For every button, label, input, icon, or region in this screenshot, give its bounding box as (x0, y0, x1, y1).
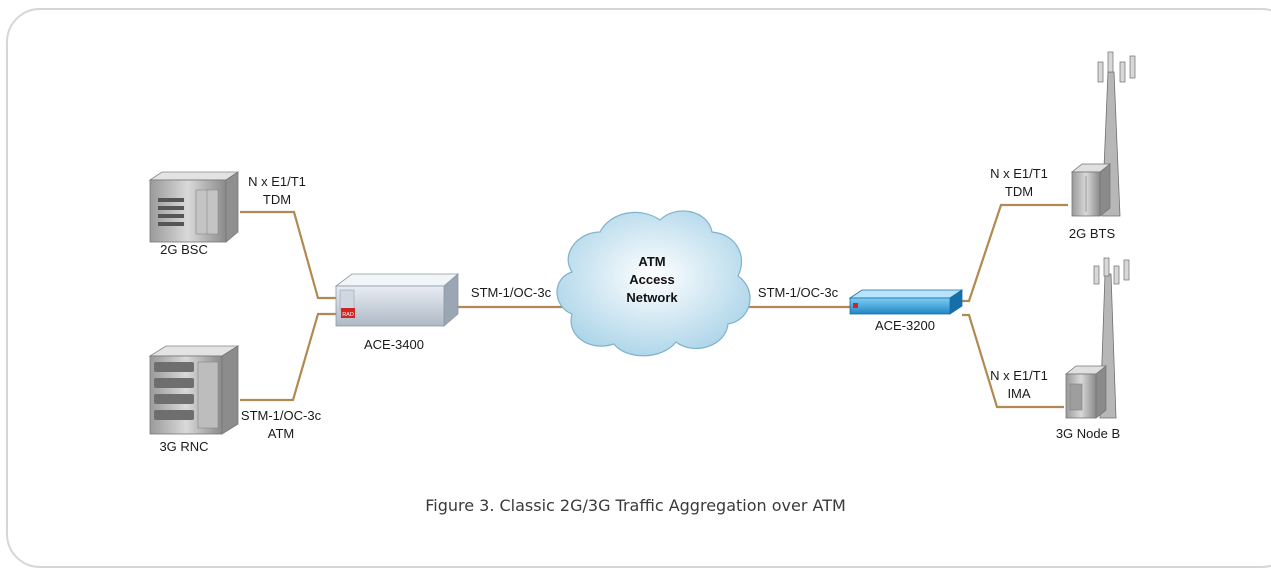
figure-caption: Figure 3. Classic 2G/3G Traffic Aggregat… (425, 496, 846, 515)
bts-link-label-line2: TDM (1005, 184, 1033, 199)
ace3400-label: ACE-3400 (364, 337, 424, 352)
rnc-label: 3G RNC (159, 439, 208, 454)
nodeb-device (1064, 257, 1130, 419)
bsc-link-label-line2: TDM (263, 192, 291, 207)
rnc-device (148, 345, 240, 435)
link-ace3200-nodeb (962, 313, 1064, 409)
bsc-label: 2G BSC (160, 242, 208, 257)
nodeb-link-label-line1: N x E1/T1 (990, 368, 1048, 383)
bts-label: 2G BTS (1069, 226, 1116, 241)
cloud-label-line2: Access (629, 272, 675, 287)
aggregator-chassis-icon (334, 273, 460, 327)
link-rnc-ace3400 (240, 312, 340, 402)
link-lines (240, 203, 1068, 409)
ace3400-device (334, 273, 460, 327)
network-diagram: N x E1/T1 TDM 2G BSC STM-1/OC-3c ATM 3G … (148, 51, 1136, 454)
rnc-link-label-line2: ATM (268, 426, 294, 441)
server-cabinet-icon (148, 345, 240, 435)
rack-unit-icon (848, 289, 964, 315)
atm-access-network-cloud (556, 210, 751, 357)
bsc-device (148, 171, 240, 243)
link-ace3200-bts (962, 203, 1068, 303)
cloud-label-line3: Network (626, 290, 678, 305)
nodeb-link-label-line2: IMA (1007, 386, 1030, 401)
server-cabinet-icon (148, 171, 240, 243)
ace3200-label: ACE-3200 (875, 318, 935, 333)
link-bsc-ace3400 (240, 210, 340, 300)
right-trunk-label: STM-1/OC-3c (758, 285, 839, 300)
nodeb-label: 3G Node B (1056, 426, 1120, 441)
bts-link-label-line1: N x E1/T1 (990, 166, 1048, 181)
bsc-link-label-line1: N x E1/T1 (248, 174, 306, 189)
cloud-label-line1: ATM (638, 254, 665, 269)
left-trunk-label: STM-1/OC-3c (471, 285, 552, 300)
cell-tower-icon (1070, 51, 1136, 217)
ace3200-device (848, 289, 964, 315)
cell-tower-icon (1064, 257, 1130, 419)
ace3400-badge-label: RAD (342, 312, 354, 318)
rnc-link-label-line1: STM-1/OC-3c (241, 408, 322, 423)
bts-device (1070, 51, 1136, 217)
